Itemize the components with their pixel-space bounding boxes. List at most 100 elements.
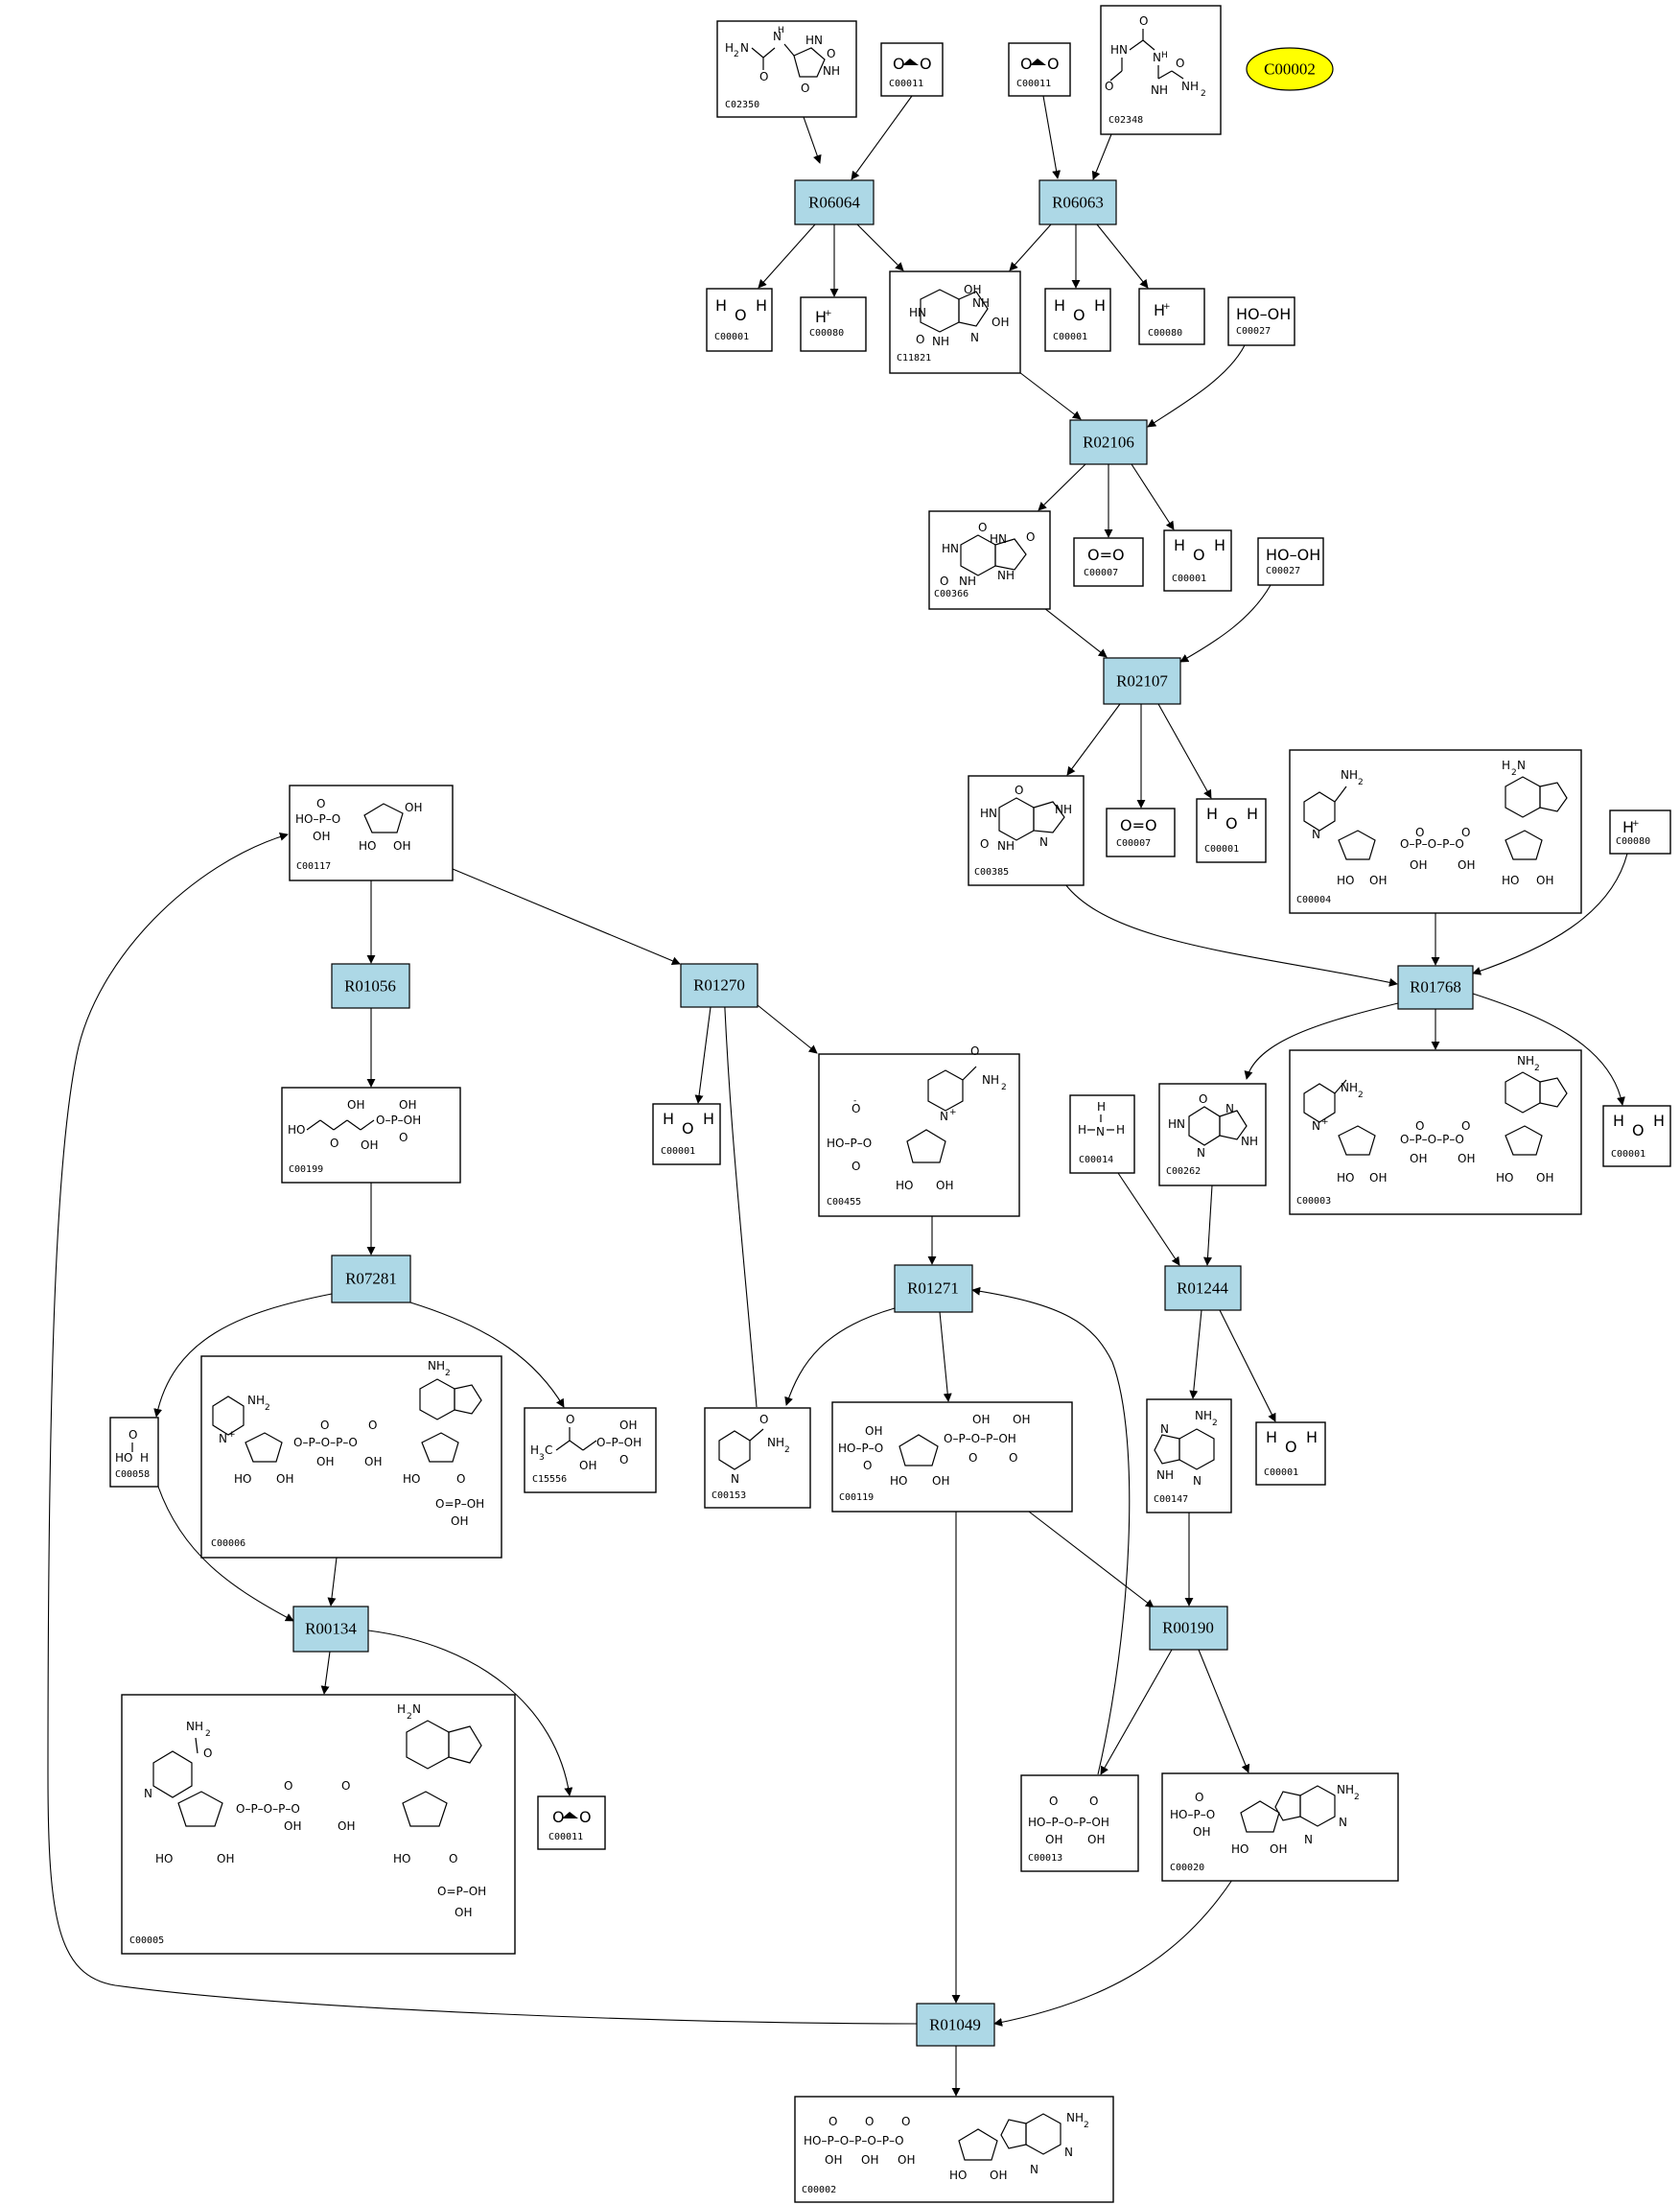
edge-r01270-c00455	[757, 1004, 818, 1054]
svg-text:O: O	[1176, 57, 1184, 70]
reaction-r06063[interactable]: R06063	[1038, 179, 1117, 225]
compound-id: C00119	[839, 1492, 874, 1503]
highlight-c00002[interactable]: C00002	[1246, 47, 1334, 91]
compound-id: C00003	[1296, 1196, 1331, 1207]
compound-c00080-c[interactable]: C00080	[1609, 809, 1671, 855]
svg-text:O: O	[970, 1044, 979, 1058]
svg-text:OH: OH	[932, 1474, 949, 1488]
svg-text:+: +	[949, 1108, 957, 1117]
edge-c00020-r01049	[993, 1879, 1233, 2027]
compound-id: C00001	[1172, 574, 1206, 584]
edge-c00013-r01271	[971, 1286, 1131, 1775]
reaction-r06064[interactable]: R06064	[794, 179, 875, 225]
svg-text:O–P–O–P–O: O–P–O–P–O	[236, 1802, 300, 1816]
compound-c00027-a[interactable]: C00027	[1227, 296, 1295, 346]
dioxygen-structure	[1120, 816, 1157, 834]
svg-text:OH: OH	[865, 1424, 882, 1438]
edge-c00011a-r06064	[851, 95, 913, 180]
svg-text:HO: HO	[155, 1852, 173, 1865]
svg-text:O: O	[316, 797, 325, 810]
compound-c00001-e[interactable]: C00001	[652, 1103, 721, 1165]
compound-c00080-b[interactable]: C00080	[1138, 288, 1205, 345]
reaction-r02107[interactable]: R02107	[1103, 657, 1181, 705]
compound-c00001-a[interactable]: C00001	[706, 288, 773, 352]
svg-text:OH: OH	[1369, 1171, 1387, 1185]
reaction-r01271[interactable]: R01271	[894, 1264, 973, 1313]
reaction-r00134[interactable]: R00134	[292, 1606, 369, 1653]
compound-id: C15556	[532, 1474, 567, 1485]
reaction-label: R01049	[929, 2016, 981, 2034]
compound-id: C00007	[1116, 838, 1151, 849]
svg-text:HO: HO	[288, 1123, 305, 1137]
svg-text:NH: NH	[997, 839, 1015, 853]
svg-text:O–P–O–P–O: O–P–O–P–O	[293, 1436, 358, 1449]
compound-c00011-c[interactable]: C00011	[537, 1795, 606, 1850]
compound-c00001-c[interactable]: C00001	[1163, 529, 1232, 592]
svg-text:O–P–OH: O–P–OH	[376, 1114, 421, 1127]
reaction-r01768[interactable]: R01768	[1397, 965, 1474, 1010]
svg-text:+: +	[228, 1430, 236, 1440]
compound-id: C00455	[827, 1197, 861, 1208]
svg-text:N: N	[731, 1472, 739, 1486]
compound-id: C00080	[1616, 836, 1650, 847]
svg-text:OH: OH	[313, 830, 330, 843]
svg-text:N: N	[412, 1702, 421, 1716]
reaction-r00190[interactable]: R00190	[1149, 1606, 1228, 1651]
svg-text:H: H	[1116, 1123, 1125, 1137]
svg-text:2: 2	[734, 50, 739, 59]
compound-id: C00262	[1166, 1166, 1201, 1177]
compound-c00007-a[interactable]: C00007	[1073, 537, 1144, 587]
compound-c00027-b[interactable]: C00027	[1257, 537, 1324, 586]
svg-text:NH: NH	[1151, 83, 1168, 97]
edge-r00190-c00020	[1198, 1649, 1250, 1773]
svg-text:N: N	[1339, 1816, 1347, 1829]
compound-c00007-b[interactable]: C00007	[1106, 808, 1176, 857]
edge-c00117-r01270	[452, 868, 681, 966]
svg-text:NH: NH	[1055, 803, 1072, 816]
compound-c00001-b[interactable]: C00001	[1044, 288, 1111, 352]
reaction-r01244[interactable]: R01244	[1164, 1265, 1242, 1311]
compound-id: C00027	[1236, 326, 1271, 337]
reaction-label: R07281	[345, 1270, 397, 1288]
compound-c00001-g[interactable]: C00001	[1255, 1421, 1326, 1486]
compound-c00011-a[interactable]: C00011	[880, 42, 944, 97]
reaction-r01049[interactable]: R01049	[916, 2003, 995, 2047]
svg-text:OH: OH	[276, 1472, 293, 1486]
reaction-r02106[interactable]: R02106	[1069, 419, 1148, 465]
reaction-r01056[interactable]: R01056	[331, 963, 410, 1009]
compound-c00001-f[interactable]: C00001	[1602, 1105, 1671, 1167]
svg-text:HN: HN	[805, 34, 823, 47]
svg-text:HO: HO	[1337, 874, 1354, 887]
svg-text:2: 2	[407, 1712, 412, 1722]
reaction-r01270[interactable]: R01270	[680, 963, 758, 1008]
svg-text:O: O	[320, 1419, 329, 1432]
edge-c00027a-r02106	[1147, 344, 1246, 428]
compound-c00001-d[interactable]: C00001	[1196, 798, 1267, 863]
reaction-r07281[interactable]: R07281	[331, 1255, 411, 1303]
edge-r01244-c00147	[1189, 1309, 1202, 1399]
compound-c00011-b[interactable]: C00011	[1008, 42, 1071, 97]
compound-c00080-a[interactable]: C00080	[800, 296, 867, 352]
